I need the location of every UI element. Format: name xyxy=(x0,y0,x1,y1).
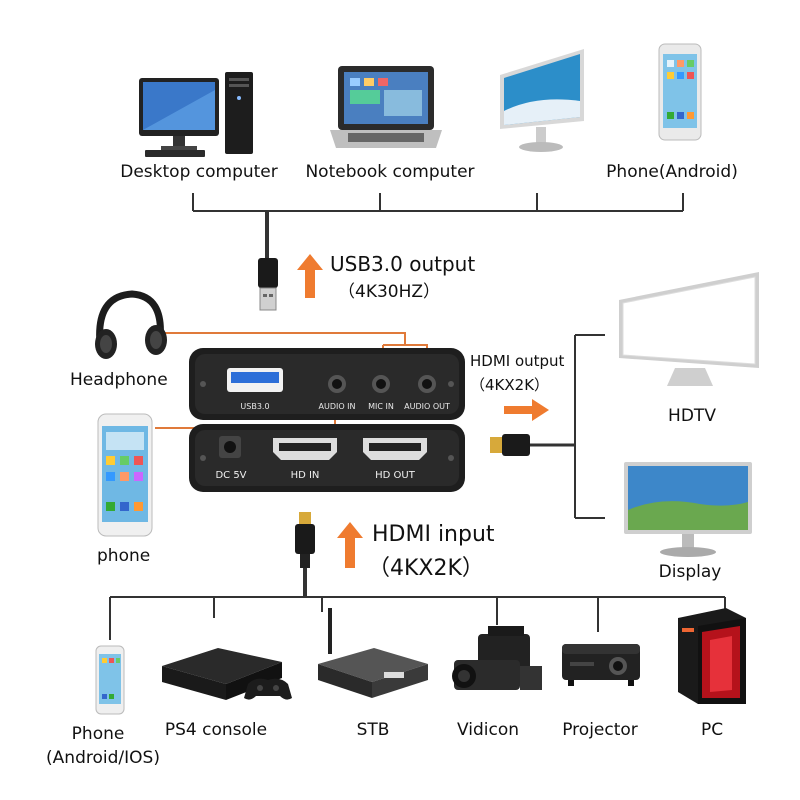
bottom-phone-os-label: (Android/IOS) xyxy=(46,748,160,768)
display-label: Display xyxy=(658,562,722,582)
usb-plug-icon xyxy=(258,258,278,311)
capture-box-bottom: DC 5V HD IN HD OUT xyxy=(189,424,465,492)
usb-output-title: USB3.0 output xyxy=(330,252,476,276)
mic-in-port-label: MIC IN xyxy=(368,402,394,411)
ps4-console-icon xyxy=(162,648,292,700)
vidicon-camera-icon xyxy=(452,626,542,690)
hd-in-port-label: HD IN xyxy=(290,470,320,481)
vidicon-label: Vidicon xyxy=(456,720,520,740)
phone-android-ios-icon xyxy=(95,645,125,715)
phone-icon xyxy=(97,413,153,537)
hdtv-label: HDTV xyxy=(668,406,716,426)
hdmi-input-spec: （4KX2K） xyxy=(368,556,484,581)
audio-in-port-label: AUDIO IN xyxy=(318,402,356,411)
hdmi-input-plug-icon xyxy=(295,512,315,568)
hdmi-output-spec: （4KX2K） xyxy=(470,376,550,394)
projector-label: Projector xyxy=(562,720,638,740)
android-phone-icon xyxy=(658,43,702,141)
dc5v-port-label: DC 5V xyxy=(215,470,247,481)
capture-box-top: USB3.0 AUDIO IN MIC IN AUDIO OUT xyxy=(189,348,465,420)
desktop-computer-label: Desktop computer xyxy=(120,162,278,182)
audio-out-port-label: AUDIO OUT xyxy=(404,402,450,411)
monitor-icon xyxy=(500,49,584,152)
stb-label: STB xyxy=(356,720,390,740)
up-arrow-icon xyxy=(297,254,323,298)
right-arrow-icon xyxy=(504,399,549,421)
phone-label: phone xyxy=(97,546,151,566)
pc-tower-icon xyxy=(678,608,746,704)
stb-icon xyxy=(318,608,428,698)
hdmi-output-title: HDMI output xyxy=(470,352,565,370)
hdmi-input-title: HDMI input xyxy=(372,522,495,547)
notebook-computer-label: Notebook computer xyxy=(305,162,475,182)
headphone-label: Headphone xyxy=(70,370,168,390)
phone-android-label: Phone(Android) xyxy=(606,162,738,182)
projector-icon xyxy=(562,644,640,686)
hdmi-output-plug-icon xyxy=(490,434,530,456)
bottom-phone-label: Phone xyxy=(71,724,125,744)
desktop-computer-icon xyxy=(139,72,253,157)
up-arrow-icon-2 xyxy=(337,522,363,568)
display-icon xyxy=(624,462,752,557)
usb-output-spec: （4K30HZ） xyxy=(338,282,441,302)
pc-label: PC xyxy=(700,720,724,740)
ps4-console-label: PS4 console xyxy=(164,720,268,740)
headphone-icon xyxy=(95,290,167,359)
hd-out-port-label: HD OUT xyxy=(375,470,415,481)
hdtv-icon xyxy=(619,272,759,386)
usb3-port-label: USB3.0 xyxy=(240,402,270,411)
notebook-computer-icon xyxy=(330,66,442,148)
